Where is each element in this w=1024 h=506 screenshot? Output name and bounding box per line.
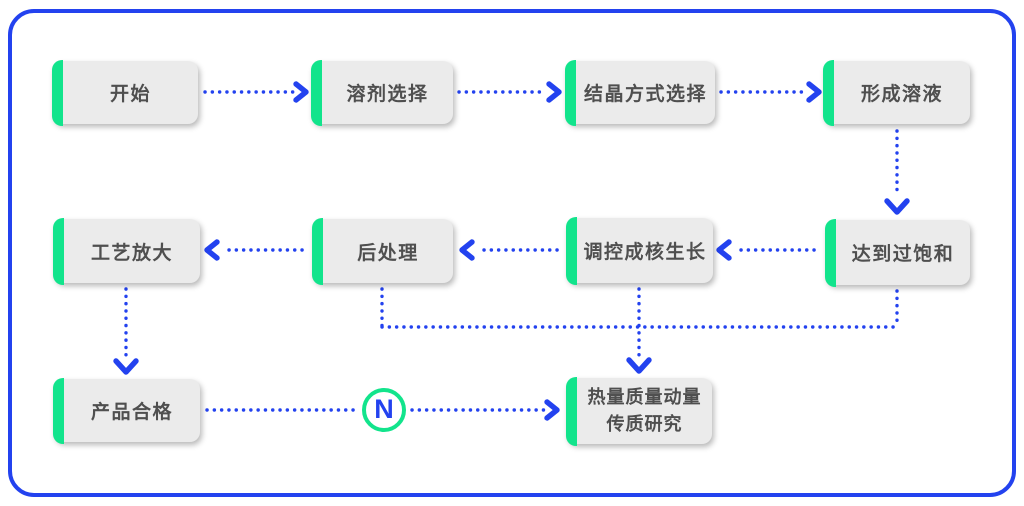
edge-nucleation-to-heat-mass-study [626, 287, 652, 374]
node-solvent-selection: 溶剂选择 [311, 60, 453, 126]
node-accent-bar [825, 219, 836, 287]
node-product-qualified-label: 产品合格 [90, 402, 173, 423]
edge-start-to-solvent [203, 81, 309, 103]
edge-scale-up-to-product-qualified [113, 287, 139, 375]
node-process-scale-up-label: 工艺放大 [90, 242, 173, 264]
node-nucleation-growth-control: 调控成核生长 [566, 217, 713, 285]
node-post-processing: 后处理 [312, 218, 453, 285]
node-crystallization-method-label: 结晶方式选择 [583, 84, 707, 105]
edge-decision-to-heat-mass-study [410, 399, 560, 421]
node-crystallization-method-selection: 结晶方式选择 [565, 60, 715, 126]
node-product-qualified: 产品合格 [53, 378, 200, 444]
edge-solvent-to-method [457, 81, 562, 103]
node-accent-bar [312, 218, 323, 285]
node-accent-bar [53, 378, 64, 444]
node-accent-bar [823, 60, 834, 126]
node-post-processing-label: 后处理 [357, 242, 419, 264]
decision-node-n: N [362, 388, 406, 432]
node-reach-supersaturation-label: 达到过饱和 [851, 244, 955, 265]
node-start: 开始 [52, 60, 198, 126]
node-heat-mass-momentum-transfer-study: 热量质量动量 传质研究 [566, 377, 712, 446]
node-accent-bar [565, 60, 576, 126]
node-reach-supersaturation: 达到过饱和 [825, 219, 970, 287]
node-accent-bar [566, 377, 577, 446]
node-accent-bar [566, 217, 577, 285]
node-accent-bar [311, 60, 322, 126]
decision-node-n-label: N [374, 393, 394, 424]
node-nucleation-growth-control-label: 调控成核生长 [583, 242, 707, 263]
node-start-label: 开始 [109, 84, 151, 105]
edge-solution-to-supersaturation [884, 129, 910, 215]
edge-nucleation-to-post-processing [459, 239, 562, 261]
edge-supersaturation-to-nucleation [716, 239, 820, 261]
node-solvent-selection-label: 溶剂选择 [346, 84, 429, 105]
node-accent-bar [53, 218, 64, 285]
edge-post-processing-to-scale-up [204, 239, 308, 261]
node-heat-mass-momentum-label: 热量质量动量 传质研究 [587, 387, 702, 434]
edge-method-to-solution [719, 81, 822, 103]
node-accent-bar [52, 60, 63, 126]
node-form-solution-label: 形成溶液 [860, 84, 943, 105]
node-process-scale-up: 工艺放大 [53, 218, 200, 285]
node-form-solution: 形成溶液 [823, 60, 970, 126]
